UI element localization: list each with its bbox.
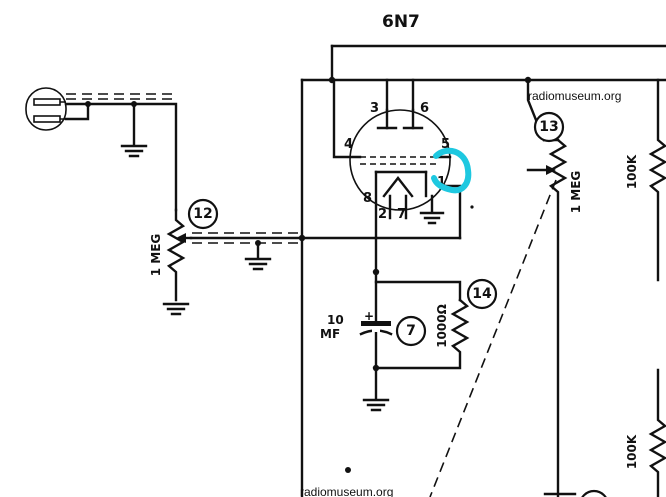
heater-lead (388, 194, 408, 220)
pot-13-ref-number: 13 (539, 119, 558, 135)
pin-4-lead (332, 78, 362, 159)
resistor-lower-value-label: 100K (625, 434, 639, 469)
pin-4-label: 4 (344, 137, 353, 152)
ground-symbol (162, 302, 190, 316)
pin-5-label: 5 (441, 137, 450, 152)
bottom-ref-circle-partial (581, 489, 607, 497)
stray-dot (470, 205, 474, 209)
ground-symbol (244, 257, 272, 271)
pot-12-resistor (166, 208, 186, 302)
pin-8-label: 8 (363, 191, 372, 206)
pin-6-label: 6 (420, 101, 429, 116)
pot-13-ref-circle (533, 111, 565, 143)
tube-type-label: 6N7 (382, 12, 420, 32)
junction-dot (372, 268, 380, 276)
capacitor-plus-sign: + (364, 309, 374, 323)
capacitor-value-line2: MF (320, 327, 340, 341)
ground-symbol (120, 144, 148, 158)
watermark-bottom: radiomuseum.org (300, 485, 393, 497)
resistor-14-value-label: 1000Ω (435, 304, 449, 348)
resistor-upper-value-label: 100K (625, 154, 639, 189)
input-signal-wire (64, 102, 178, 212)
cathode-resistor-14 (374, 298, 470, 370)
capacitor-7-ref-number: 7 (406, 323, 416, 339)
resistor-lower-100k (648, 368, 666, 497)
pot-12-value-label: 1 MEG (149, 234, 163, 277)
resistor-14-ref-number: 14 (472, 286, 492, 302)
pot-12-ref-circle (187, 198, 219, 230)
pot-13-wiper-head (546, 165, 556, 175)
resistor-upper-100k (648, 78, 666, 282)
input-return-wire (64, 102, 90, 121)
pot-12-ref-number: 12 (193, 206, 212, 222)
capacitor-7-ref-circle (395, 315, 427, 347)
pot-12-wiper-head (176, 233, 186, 243)
stray-dot (345, 467, 351, 473)
input-jack (25, 87, 67, 131)
pin-3-label: 3 (370, 101, 379, 116)
ground-symbol (419, 194, 445, 225)
pin-1-label: 1 (437, 175, 446, 190)
cyan-highlight-mark (431, 147, 472, 194)
tube-6n7-symbol (349, 108, 451, 211)
ganged-control-link (429, 179, 557, 497)
pot-13-value-label: 1 MEG (569, 171, 583, 214)
resistor-14-ref-circle (466, 278, 498, 310)
capacitor-gap (372, 326, 380, 332)
junction-dot (85, 101, 91, 107)
cathode-split (374, 280, 462, 302)
ground-symbol (362, 398, 390, 412)
watermark-top: radiomuseum.org (528, 89, 621, 103)
pin-2-label: 2 (378, 207, 387, 222)
capacitor-value-line1: 10 (327, 313, 344, 327)
pot-13-resistor (548, 138, 568, 497)
pin-7-label: 7 (397, 207, 406, 222)
